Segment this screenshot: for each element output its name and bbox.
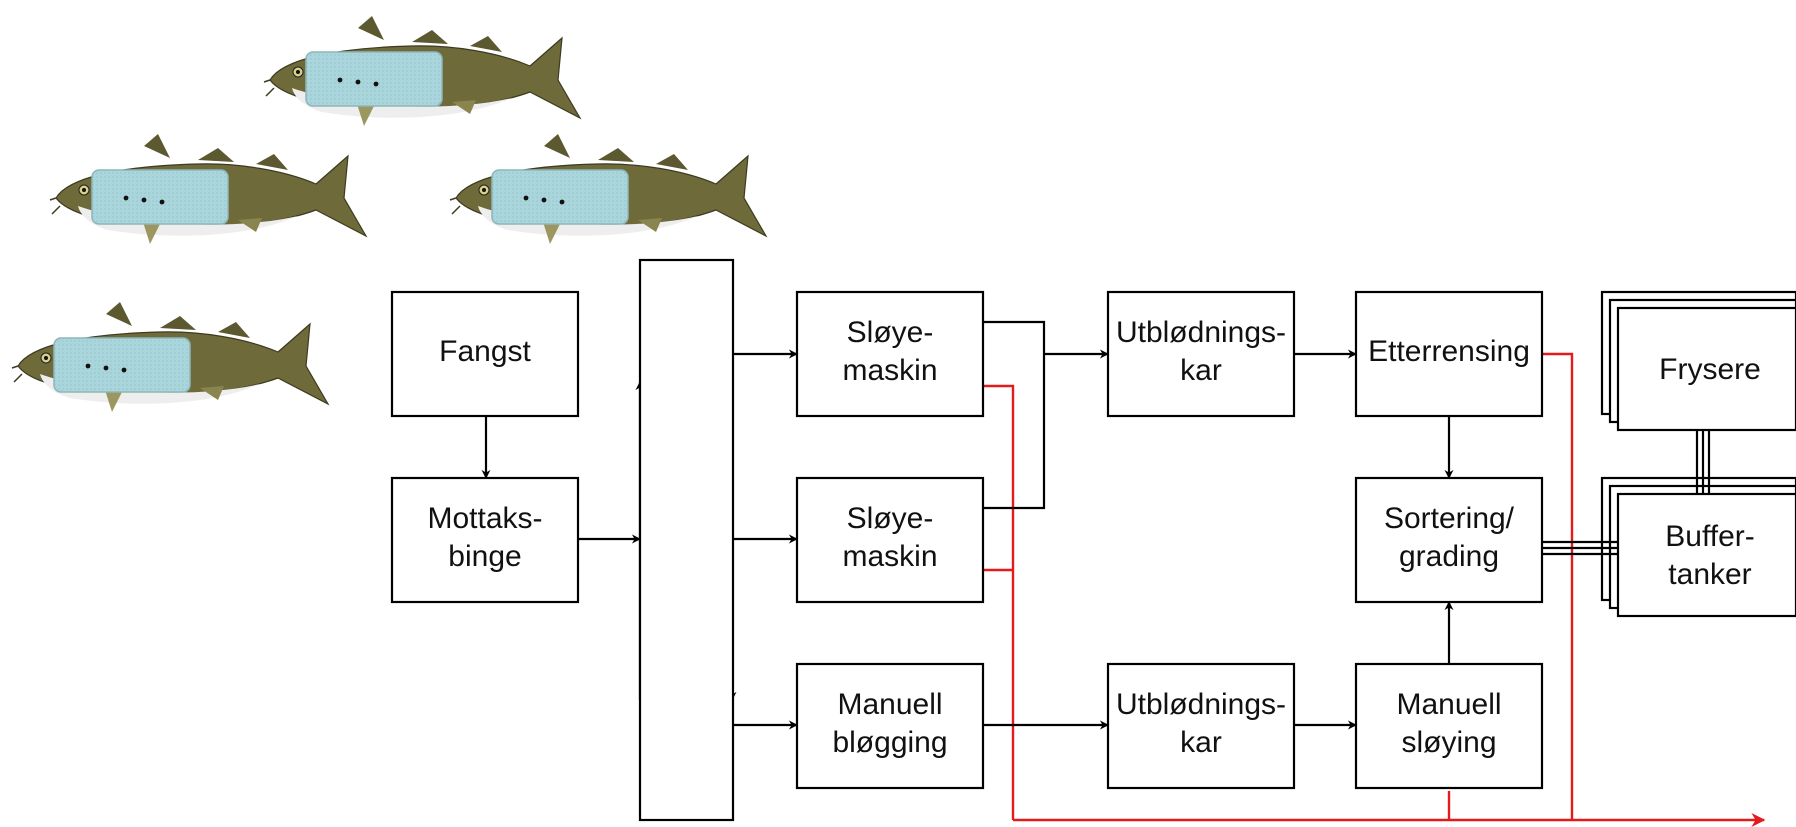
svg-text:Buffer-: Buffer-	[1665, 520, 1755, 553]
fangst-label: Fangst	[439, 335, 531, 368]
node-etterrensing: Etterrensing	[1354, 290, 1544, 418]
node-sortering: Sortering/ grading	[1354, 476, 1544, 604]
fish-image	[11, 301, 329, 413]
node-sloyemaskin-2: Sløye- maskin	[795, 476, 985, 604]
node-sloyemaskin-1: Sløye- maskin	[795, 290, 985, 418]
svg-text:maskin: maskin	[842, 540, 937, 573]
svg-text:binge: binge	[448, 540, 521, 573]
svg-text:bløgging: bløgging	[832, 726, 947, 759]
svg-text:Manuell: Manuell	[837, 688, 942, 721]
svg-text:sløying: sløying	[1401, 726, 1496, 759]
svg-text:Utblødnings-: Utblødnings-	[1116, 316, 1286, 349]
svg-text:kar: kar	[1180, 726, 1222, 759]
frysere-stack	[1600, 290, 1796, 432]
svg-text:Etterrensing: Etterrensing	[1368, 335, 1530, 368]
node-buffertanker: Buffer- tanker	[1665, 520, 1755, 591]
node-manuell-blogging: Manuell bløgging	[795, 662, 985, 790]
svg-text:Sortering/: Sortering/	[1384, 502, 1515, 535]
buffertanker-stack	[1600, 476, 1796, 618]
svg-text:Utblødnings-: Utblødnings-	[1116, 688, 1286, 721]
svg-text:Sløye-: Sløye-	[847, 502, 934, 535]
node-manuell-sloying: Manuell sløying	[1354, 662, 1544, 790]
svg-text:tanker: tanker	[1668, 558, 1751, 591]
svg-text:Manuell: Manuell	[1396, 688, 1501, 721]
node-utblodningskar-2: Utblødnings- kar	[1106, 662, 1296, 790]
node-fangst: Fangst	[390, 290, 580, 418]
svg-text:Mottaks-: Mottaks-	[427, 502, 542, 535]
node-mottaksbinge: Mottaks- binge	[390, 476, 580, 604]
fish-image	[263, 15, 581, 127]
svg-text:kar: kar	[1180, 354, 1222, 387]
svg-text:maskin: maskin	[842, 354, 937, 387]
svg-text:grading: grading	[1399, 540, 1499, 573]
distribution-column	[638, 258, 735, 822]
waste-lines	[982, 352, 1766, 827]
node-frysere: Frysere	[1659, 353, 1761, 386]
svg-text:Sløye-: Sløye-	[847, 316, 934, 349]
node-utblodningskar-1: Utblødnings- kar	[1106, 290, 1296, 418]
fish-image	[449, 133, 767, 245]
svg-text:Frysere: Frysere	[1659, 353, 1761, 386]
fish-image	[49, 133, 367, 245]
